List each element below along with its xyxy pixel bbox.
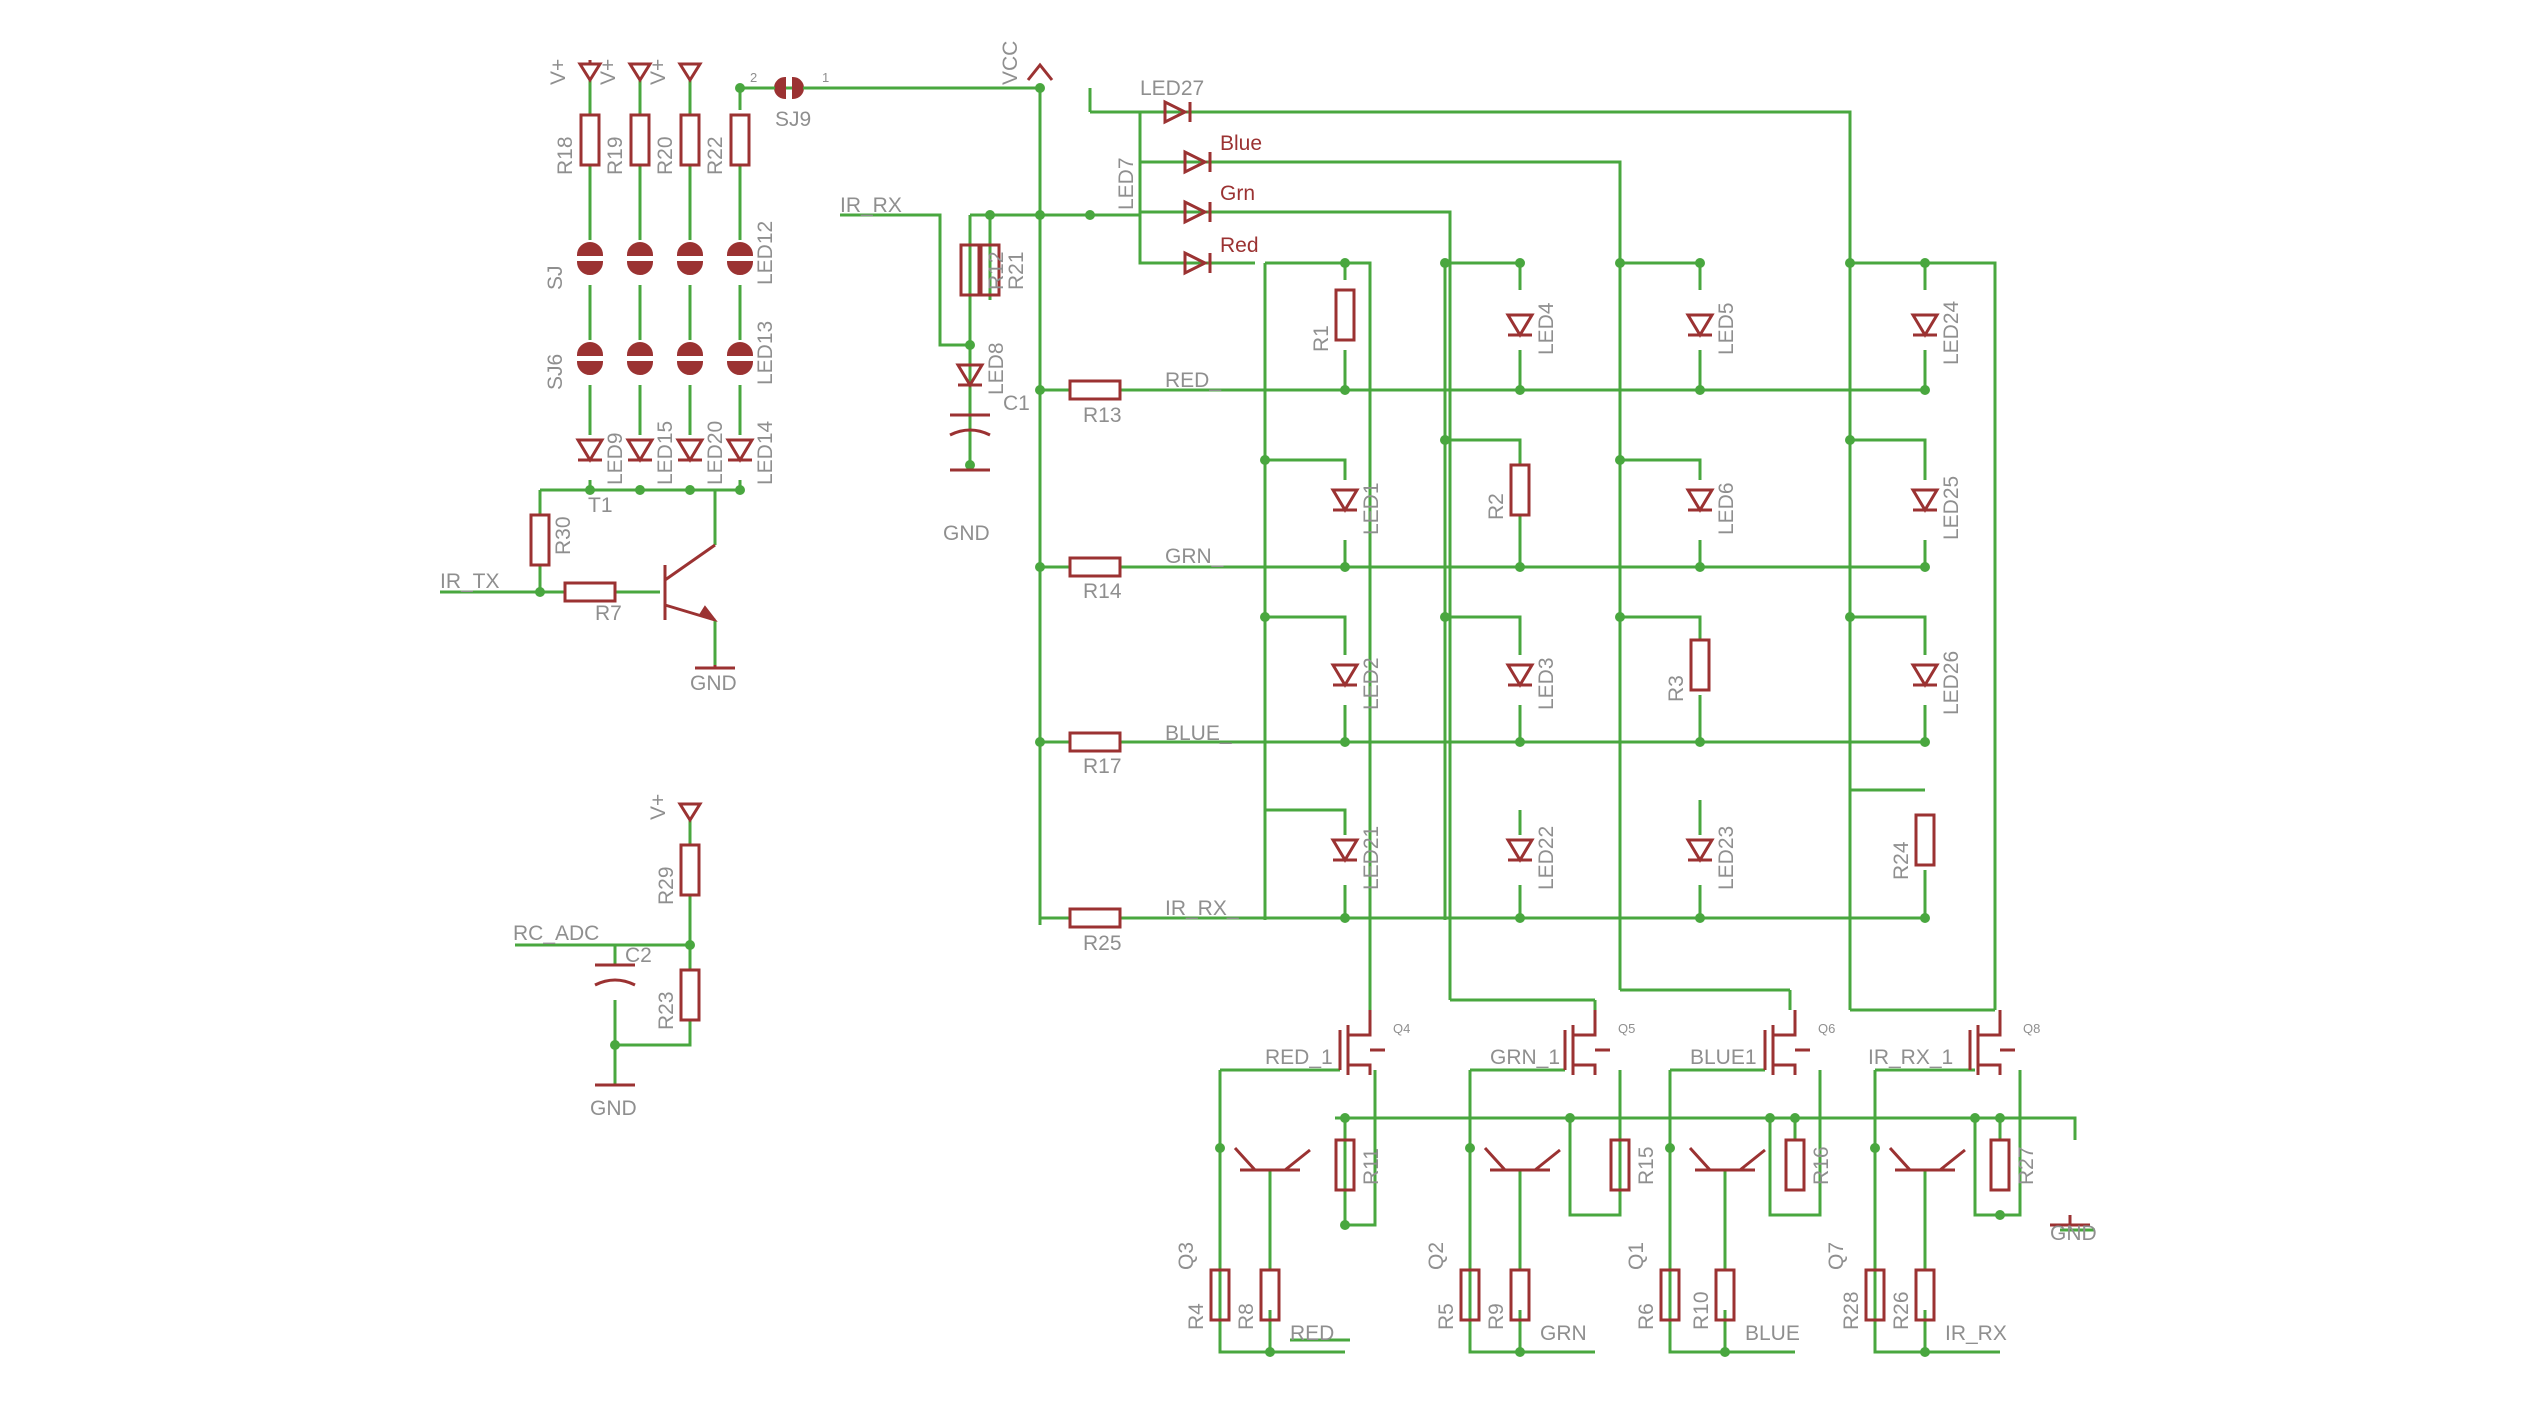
label-led12: LED12 xyxy=(754,221,777,285)
label-led14: LED14 xyxy=(754,420,777,485)
labels: V+ V+ V+ V+ VCC SJ9 2 1 R18 R19 R20 R22 … xyxy=(440,41,2097,1345)
label-r28: R28 xyxy=(1840,1291,1863,1330)
label-blue-net: BLUE xyxy=(1745,1322,1800,1345)
label-blue1: BLUE1 xyxy=(1690,1046,1757,1069)
label-gnd-c1: GND xyxy=(943,522,990,545)
label-led13: LED13 xyxy=(754,321,777,385)
label-r11: R11 xyxy=(1360,1148,1383,1185)
label-sj9-pin1: 1 xyxy=(822,70,829,85)
label-led9: LED9 xyxy=(604,432,627,485)
label-r6: R6 xyxy=(1635,1303,1658,1330)
junctions xyxy=(535,83,2005,1357)
label-grn: Grn xyxy=(1220,182,1255,205)
label-led4: LED4 xyxy=(1535,302,1558,355)
label-t1: T1 xyxy=(588,494,613,517)
label-r17: R17 xyxy=(1083,755,1122,778)
label-r1: R1 xyxy=(1310,325,1333,352)
label-sj9-pin2: 2 xyxy=(750,70,757,85)
label-c1: C1 xyxy=(1003,392,1030,415)
label-q7: Q7 xyxy=(1825,1242,1848,1270)
label-led26: LED26 xyxy=(1940,651,1963,715)
label-irrx-row: IR_RX_ xyxy=(1165,897,1239,920)
label-vcc: VCC xyxy=(999,41,1022,85)
label-r8: R8 xyxy=(1235,1303,1258,1330)
label-q5: Q5 xyxy=(1618,1021,1635,1036)
label-r7: R7 xyxy=(595,602,622,625)
label-grn-row: GRN_ xyxy=(1165,545,1224,568)
label-blue: Blue xyxy=(1220,132,1262,155)
label-rc-adc: RC_ADC xyxy=(513,922,599,945)
label-irrx-net: IR_RX xyxy=(1945,1322,2007,1345)
label-r5: R5 xyxy=(1435,1303,1458,1330)
label-r2: R2 xyxy=(1485,493,1508,520)
label-led6: LED6 xyxy=(1715,482,1738,535)
label-led5: LED5 xyxy=(1715,302,1738,355)
label-grn-net: GRN xyxy=(1540,1322,1587,1345)
label-gnd-drv: GND xyxy=(2050,1222,2097,1245)
label-sj9: SJ9 xyxy=(775,108,811,131)
label-r26: R26 xyxy=(1890,1291,1913,1330)
label-q2: Q2 xyxy=(1425,1242,1448,1270)
label-q3: Q3 xyxy=(1175,1242,1198,1270)
label-ir-rx-1: IR_RX_1 xyxy=(1868,1046,1953,1069)
label-sj: SJ xyxy=(544,265,567,290)
label-led7: LED7 xyxy=(1115,157,1138,210)
label-ir-rx: IR_RX xyxy=(840,194,902,217)
label-sj6: SJ6 xyxy=(544,354,567,390)
label-r13: R13 xyxy=(1083,404,1122,427)
label-r27: R27 xyxy=(2015,1146,2038,1185)
label-r30: R30 xyxy=(552,516,575,555)
label-q4: Q4 xyxy=(1393,1021,1410,1036)
label-r4: R4 xyxy=(1185,1303,1208,1330)
label-gnd-t1: GND xyxy=(690,672,737,695)
label-led20: LED20 xyxy=(704,421,727,485)
label-led22: LED22 xyxy=(1535,826,1558,890)
label-r18: R18 xyxy=(554,136,577,175)
label-gnd-adc: GND xyxy=(590,1097,637,1120)
label-led21: LED21 xyxy=(1360,826,1383,890)
label-q1: Q1 xyxy=(1625,1242,1648,1270)
label-red-1: RED_1 xyxy=(1265,1046,1333,1069)
label-r10: R10 xyxy=(1690,1291,1713,1330)
label-r12: R12 xyxy=(985,251,1008,290)
label-red: Red xyxy=(1220,234,1259,257)
label-led1: LED1 xyxy=(1360,482,1383,535)
label-led24: LED24 xyxy=(1940,300,1963,365)
label-q6: Q6 xyxy=(1818,1021,1835,1036)
label-led3: LED3 xyxy=(1535,657,1558,710)
label-vplus-4: V+ xyxy=(647,794,670,820)
label-vplus-3: V+ xyxy=(647,59,670,85)
label-vplus-1: V+ xyxy=(547,59,570,85)
label-r19: R19 xyxy=(604,136,627,175)
label-c2: C2 xyxy=(625,944,652,967)
label-red-net: RED xyxy=(1290,1322,1334,1345)
label-r16: R16 xyxy=(1810,1146,1833,1185)
label-led2: LED2 xyxy=(1360,657,1383,710)
label-r15: R15 xyxy=(1635,1146,1658,1185)
label-r22: R22 xyxy=(704,136,727,175)
label-led27: LED27 xyxy=(1140,77,1204,100)
label-red-row: RED_ xyxy=(1165,369,1221,392)
label-r25: R25 xyxy=(1083,932,1122,955)
label-q8: Q8 xyxy=(2023,1021,2040,1036)
label-r3: R3 xyxy=(1665,675,1688,702)
label-r20: R20 xyxy=(654,136,677,175)
label-r14: R14 xyxy=(1083,580,1122,603)
label-blue-row: BLUE_ xyxy=(1165,722,1232,745)
label-r9: R9 xyxy=(1485,1303,1508,1330)
label-vplus-2: V+ xyxy=(597,59,620,85)
label-r21: R21 xyxy=(1005,251,1028,290)
label-led25: LED25 xyxy=(1940,476,1963,540)
label-ir-tx: IR_TX xyxy=(440,570,500,593)
label-r29: R29 xyxy=(655,866,678,905)
label-led8: LED8 xyxy=(985,342,1008,395)
components xyxy=(529,60,2090,1322)
label-r24: R24 xyxy=(1890,841,1913,880)
label-led15: LED15 xyxy=(654,421,677,485)
label-r23: R23 xyxy=(655,991,678,1030)
label-led23: LED23 xyxy=(1715,826,1738,890)
label-grn-1: GRN_1 xyxy=(1490,1046,1560,1069)
